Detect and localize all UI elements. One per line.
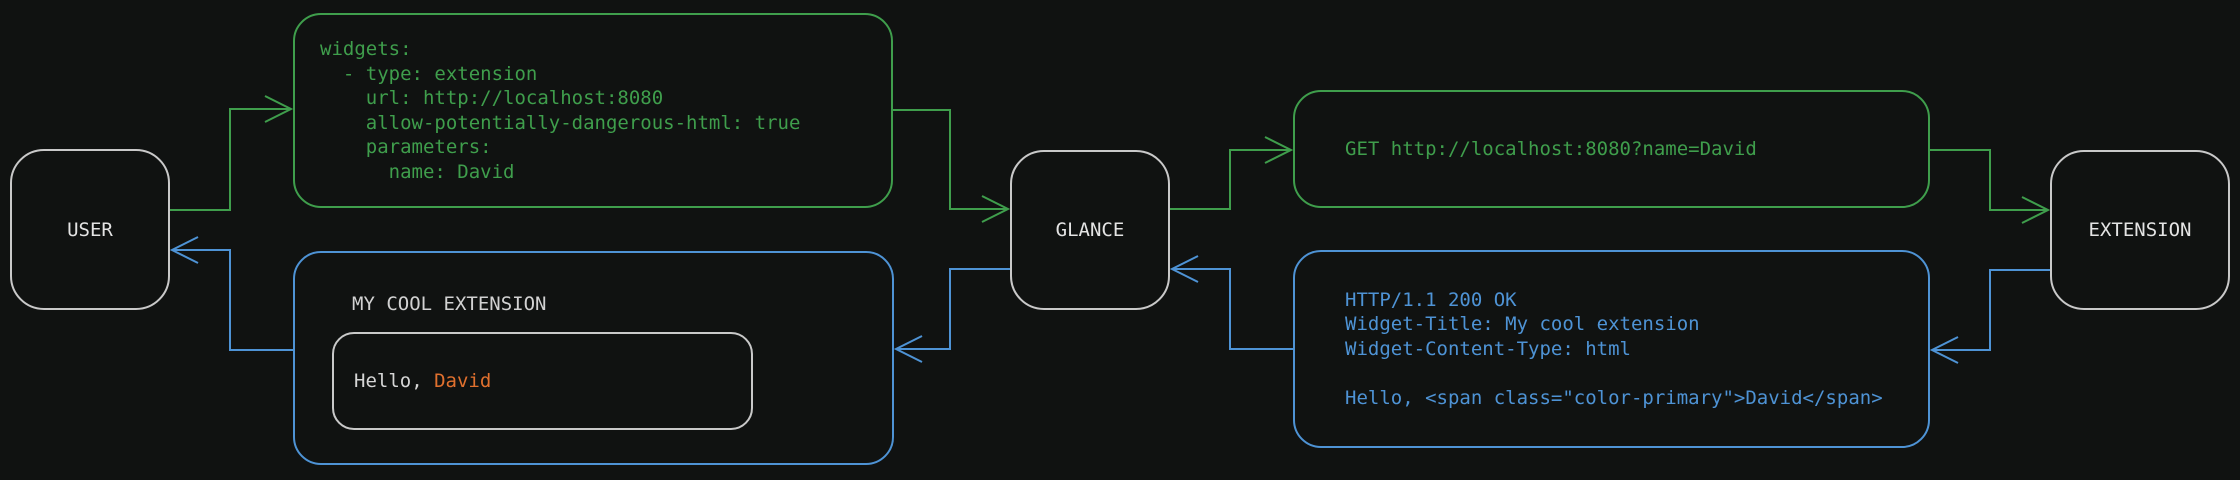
config-code: widgets: - type: extension url: http://l… [320,38,801,183]
node-glance: GLANCE [1010,150,1170,310]
node-glance-label: GLANCE [1055,219,1125,241]
arrow-extension-to-response [1929,269,2050,364]
node-extension-label: EXTENSION [2088,219,2192,241]
widget-preview: MY COOL EXTENSION Hello, David [293,251,894,465]
node-user: USER [10,149,170,310]
arrow-glance-to-widget [893,268,1010,363]
request-snippet: GET http://localhost:8080?name=David [1293,90,1930,208]
widget-greeting-box: Hello, David [332,332,753,430]
greeting-prefix: Hello, [354,370,435,392]
response-code: HTTP/1.1 200 OK Widget-Title: My cool ex… [1345,288,1883,409]
widget-title: MY COOL EXTENSION [352,293,547,315]
node-user-label: USER [67,218,113,241]
arrow-response-to-glance [1169,255,1293,350]
arrow-glance-to-request [1170,136,1294,210]
request-code: GET http://localhost:8080?name=David [1345,137,1757,160]
greeting-name: David [434,370,492,392]
config-snippet: widgets: - type: extension url: http://l… [293,13,893,208]
arrow-request-to-extension [1930,149,2051,224]
arrow-user-to-config [170,95,294,211]
arrow-config-to-glance [893,109,1011,223]
node-extension: EXTENSION [2050,150,2230,310]
arrow-widget-to-user [169,236,293,351]
response-snippet: HTTP/1.1 200 OK Widget-Title: My cool ex… [1293,250,1930,448]
